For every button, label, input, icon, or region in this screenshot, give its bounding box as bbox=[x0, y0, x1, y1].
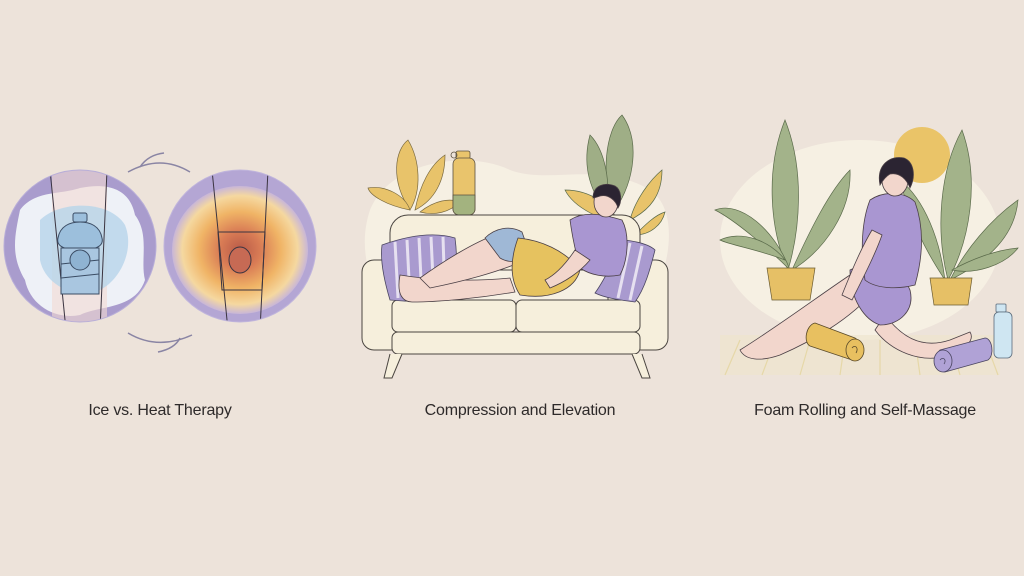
water-bottle-blue-icon bbox=[993, 303, 1013, 359]
plant-left-icon bbox=[367, 139, 461, 214]
compression-illustration bbox=[361, 114, 669, 379]
water-bottle-icon bbox=[450, 150, 476, 216]
caption-compression-elevation: Compression and Elevation bbox=[424, 402, 616, 419]
ice-pack-icon bbox=[57, 212, 103, 295]
potted-plant-left-icon bbox=[714, 119, 851, 301]
panel-foam-rolling: Foam Rolling and Self-Massage bbox=[700, 110, 1024, 419]
foam-rolling-illustration bbox=[714, 119, 1019, 376]
purple-mat-roll-icon bbox=[933, 337, 993, 373]
ice-therapy-circle bbox=[4, 170, 156, 322]
cycle-arrow-bottom-icon bbox=[127, 332, 193, 353]
caption-ice-heat: Ice vs. Heat Therapy bbox=[88, 402, 232, 419]
panel-ice-heat: Ice vs. Heat Therapy bbox=[0, 140, 340, 419]
cycle-arrow-top-icon bbox=[127, 152, 191, 173]
person-foam-rolling-icon bbox=[739, 157, 972, 360]
person-reclining-icon bbox=[398, 183, 628, 303]
heat-therapy-circle bbox=[164, 170, 316, 322]
panel-compression-elevation: Compression and Elevation bbox=[350, 110, 680, 419]
cushion-right-icon bbox=[594, 239, 656, 303]
caption-foam-rolling: Foam Rolling and Self-Massage bbox=[754, 402, 976, 419]
foam-roller-yellow-icon bbox=[805, 322, 865, 362]
ice-heat-illustration bbox=[3, 152, 317, 353]
